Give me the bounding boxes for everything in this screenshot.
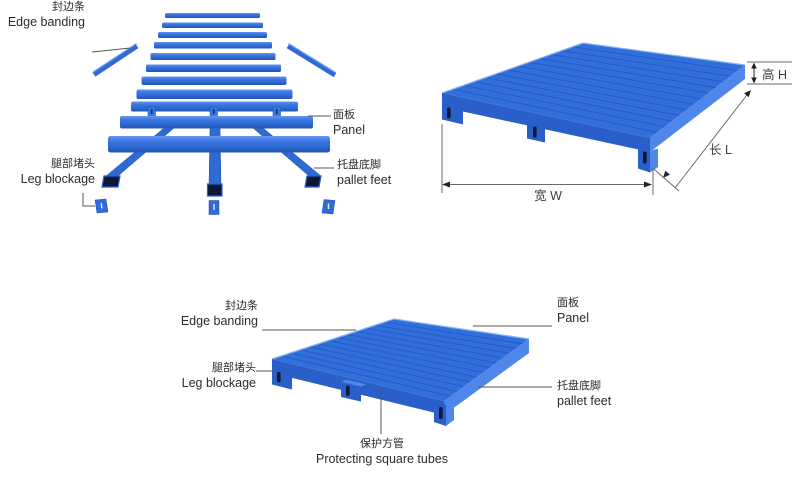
tube-opening — [101, 175, 121, 188]
label-assembled-panel: 面板 Panel — [557, 296, 589, 326]
label-en: Edge banding — [7, 15, 85, 29]
edge-banding-strip — [92, 43, 139, 77]
label-assembled-edge-banding: 封边条 Edge banding — [170, 299, 258, 329]
slat — [165, 13, 260, 18]
width-dimension — [441, 124, 654, 195]
label-en: Protecting square tubes — [315, 452, 449, 466]
slat — [136, 89, 293, 99]
arrowhead — [751, 62, 757, 69]
slat — [150, 53, 276, 60]
leg-slot — [447, 107, 451, 119]
arrowhead — [644, 181, 652, 188]
height-dimension — [747, 61, 792, 85]
label-en: Edge banding — [180, 314, 258, 328]
slat — [141, 76, 287, 85]
exploded-pallet-illustration — [82, 13, 337, 215]
leader-line — [82, 193, 95, 207]
label-assembled-pallet-feet: 托盘底脚 pallet feet — [557, 379, 611, 409]
pallet-leg — [341, 382, 361, 402]
slat — [162, 22, 263, 28]
leader-line — [91, 47, 131, 53]
arrowhead — [663, 170, 670, 178]
label-dimension-length: 长 L — [709, 143, 732, 157]
label-zh: 面板 — [333, 109, 355, 121]
cap-slot — [100, 202, 103, 209]
slat — [158, 32, 267, 38]
label-dimension-height: 高 H — [762, 68, 788, 82]
assembled-leader-lines — [256, 325, 552, 434]
label-assembled-square-tubes: 保护方管 Protecting square tubes — [282, 437, 482, 467]
label-en: Panel — [333, 123, 365, 137]
assembled-pallet-illustration — [256, 318, 552, 434]
deck-grooves — [281, 321, 523, 397]
slat — [146, 64, 281, 72]
slat — [154, 42, 272, 49]
pallet-leg-top — [341, 379, 366, 387]
arrowhead — [751, 77, 757, 84]
tube-opening — [206, 183, 223, 197]
label-zh: 腿部堵头 — [212, 362, 256, 374]
label-zh: 保护方管 — [360, 438, 404, 450]
deck-slats — [131, 13, 298, 112]
label-exploded-edge-banding: 封边条 Edge banding — [0, 0, 85, 30]
top-edge-highlight — [271, 318, 530, 360]
pallet-side-face-right — [650, 65, 745, 152]
top-edge-highlight — [441, 42, 746, 94]
leg-slot — [346, 385, 350, 396]
extension-line — [651, 167, 680, 192]
label-en: pallet feet — [557, 394, 612, 408]
leg-blockage-caps — [94, 198, 336, 215]
leg-slot — [439, 407, 443, 419]
label-zh: 腿部堵头 — [51, 158, 95, 170]
edge-banding-strips — [92, 42, 337, 78]
label-dimension-width: 宽 W — [534, 189, 562, 203]
label-exploded-leg-blockage: 腿部堵头 Leg blockage — [8, 157, 95, 187]
label-exploded-pallet-feet: 托盘底脚 pallet feet — [337, 158, 391, 188]
length-dimension — [651, 90, 751, 192]
label-en: Leg blockage — [20, 172, 95, 186]
leg-slot — [277, 372, 281, 383]
label-zh: 托盘底脚 — [337, 159, 381, 171]
edge-banding-strip-highlight — [93, 42, 137, 73]
arrowhead — [744, 90, 751, 98]
arrowhead — [442, 181, 450, 188]
pallet-apron-face — [442, 93, 650, 152]
exploded-leader-lines — [82, 47, 334, 207]
pallet-leg-side — [650, 148, 658, 173]
label-zh: 面板 — [557, 297, 579, 309]
cross-beam — [120, 116, 313, 129]
cross-beam — [108, 136, 330, 153]
label-zh: 封边条 — [52, 1, 85, 13]
edge-banding-strip-highlight — [288, 43, 336, 74]
label-exploded-panel: 面板 Panel — [333, 108, 365, 138]
tube-opening — [304, 175, 322, 188]
label-en: Leg blockage — [181, 376, 256, 390]
dimensioned-pallet-illustration — [441, 42, 792, 195]
label-assembled-leg-blockage: 腿部堵头 Leg blockage — [166, 361, 256, 391]
pallet-side-face-right — [444, 339, 529, 415]
pallet-top-face — [272, 319, 529, 401]
slat — [131, 101, 298, 112]
label-zh: 托盘底脚 — [557, 380, 601, 392]
leg-slot — [643, 151, 647, 164]
pallet-leg-side — [446, 401, 454, 426]
label-en: pallet feet — [337, 173, 392, 187]
leg-slot — [533, 126, 537, 138]
label-zh: 封边条 — [225, 300, 258, 312]
edge-banding-strip — [286, 43, 337, 78]
deck-grooves — [452, 46, 738, 133]
label-en: Panel — [557, 311, 589, 325]
